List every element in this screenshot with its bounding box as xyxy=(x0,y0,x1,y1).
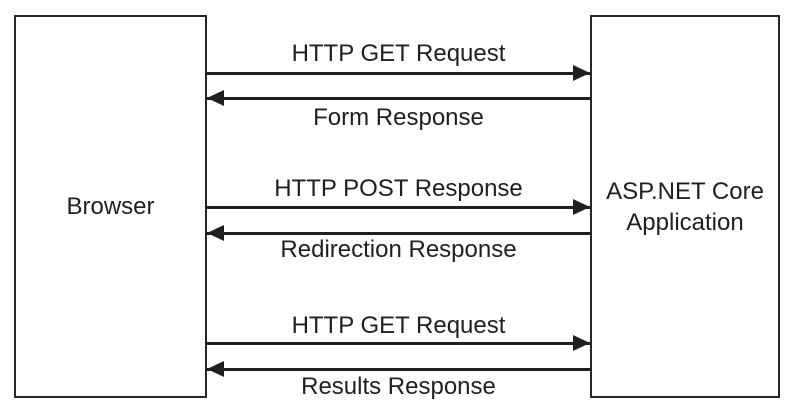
message-line xyxy=(207,368,590,371)
message-label-http-post-response: HTTP POST Response xyxy=(274,175,523,202)
browser-box: Browser xyxy=(14,15,207,398)
message-label-redirection-response: Redirection Response xyxy=(280,236,517,263)
aspnet-core-application-box: ASP.NET Core Application xyxy=(590,15,780,398)
aspnet-box-label-line2: Application xyxy=(626,208,744,236)
message-label-results-response: Results Response xyxy=(301,373,496,400)
message-line xyxy=(207,232,590,235)
arrow-right-icon xyxy=(573,65,590,81)
aspnet-box-label-line1: ASP.NET Core xyxy=(606,177,764,205)
browser-box-label: Browser xyxy=(66,193,155,220)
message-label-form-response: Form Response xyxy=(313,104,484,131)
arrow-right-icon xyxy=(573,199,590,215)
message-label-http-get-request-2: HTTP GET Request xyxy=(291,312,506,339)
arrow-left-icon xyxy=(207,361,224,377)
message-line xyxy=(207,72,590,75)
arrow-left-icon xyxy=(207,225,224,241)
arrow-right-icon xyxy=(573,335,590,351)
arrow-left-icon xyxy=(207,90,224,106)
message-line xyxy=(207,97,590,100)
message-line xyxy=(207,206,590,209)
message-label-http-get-request-1: HTTP GET Request xyxy=(291,40,506,67)
message-line xyxy=(207,342,590,345)
